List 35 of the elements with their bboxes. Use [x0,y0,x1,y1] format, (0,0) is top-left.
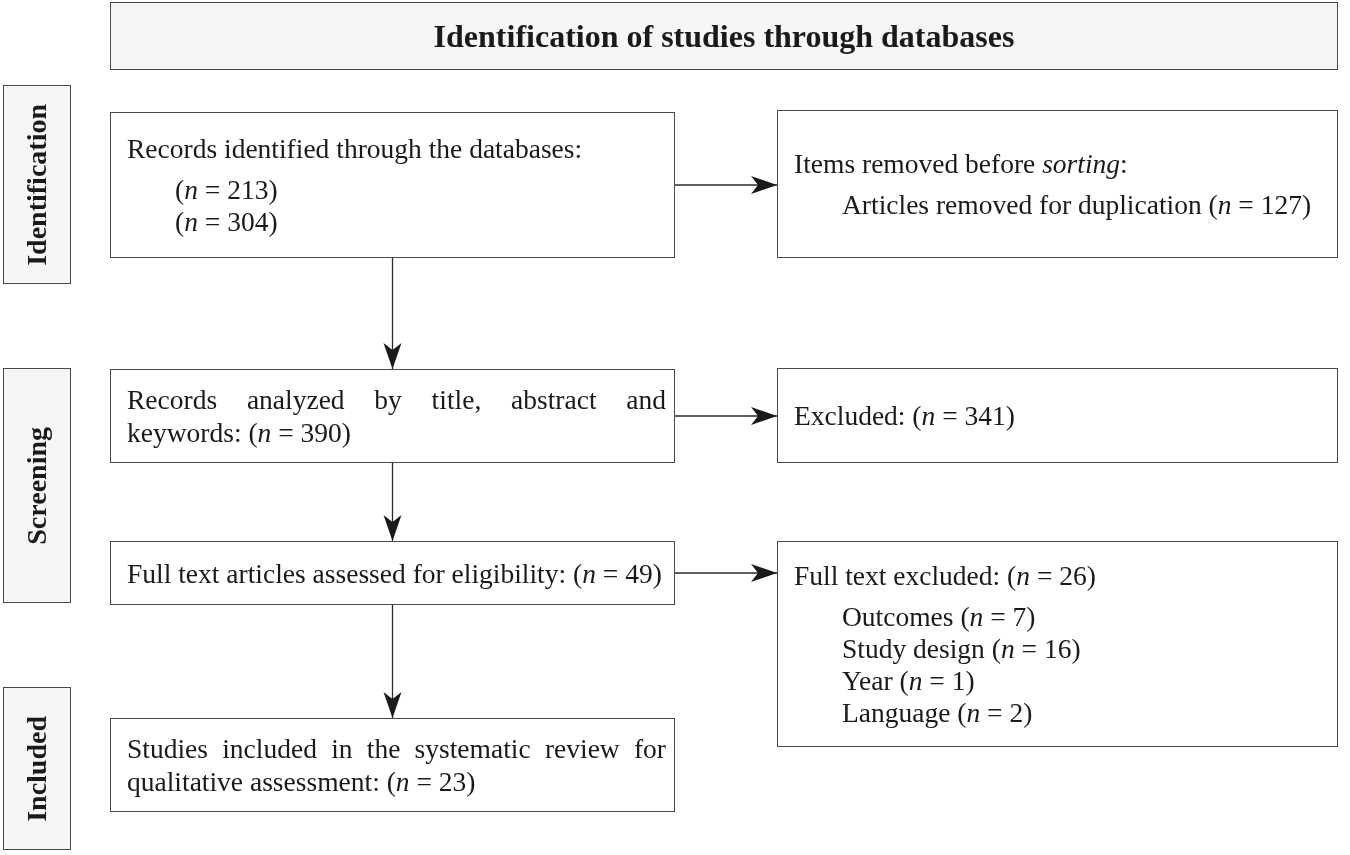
list-item-text: Language (n = 2) [841,697,1033,729]
box-text: Records analyzed by title, abstract and keywords: (n = 390) [127,383,666,449]
list-item-text: Outcomes (n = 7) [841,601,1036,633]
phase-label: Identification [21,103,53,266]
box-text: Full text excluded: (n = 26) [794,559,1097,592]
list-item-text: (n = 304) [174,206,278,238]
box-text: Excluded: (n = 341) [794,399,1016,432]
box-text: Records identified through the databases: [127,132,584,165]
list-item-text: Year (n = 1) [841,665,975,697]
arrow [674,407,778,425]
arrow [383,257,402,370]
process-box [777,110,1338,258]
title-text: Identification of studies through databases [433,17,1015,55]
list-item-text: Study design (n = 16) [841,633,1081,665]
process-box [777,541,1338,747]
process-box [110,112,675,258]
process-box [110,718,675,812]
title-banner [110,2,1338,70]
box-text: Items removed before sorting: [794,147,1129,180]
list-item-text: (n = 213) [174,174,278,206]
phase-band [3,368,71,603]
arrow [674,564,778,582]
phase-label: Included [21,715,53,822]
phase-band [3,85,71,284]
process-box [110,369,675,463]
arrow [674,176,778,194]
box-text: Full text articles assessed for eligibility: (n = 49) [127,556,663,590]
arrow [383,604,402,719]
process-box [110,541,675,605]
phase-label: Screening [21,426,53,545]
box-text: Studies included in the systematic review for qualitative assessment: (n = 23) [127,732,666,798]
phase-band [3,687,71,850]
process-box [777,368,1338,463]
list-item-text: Articles removed for duplication (n = 127) [841,189,1312,221]
arrow [383,462,402,542]
